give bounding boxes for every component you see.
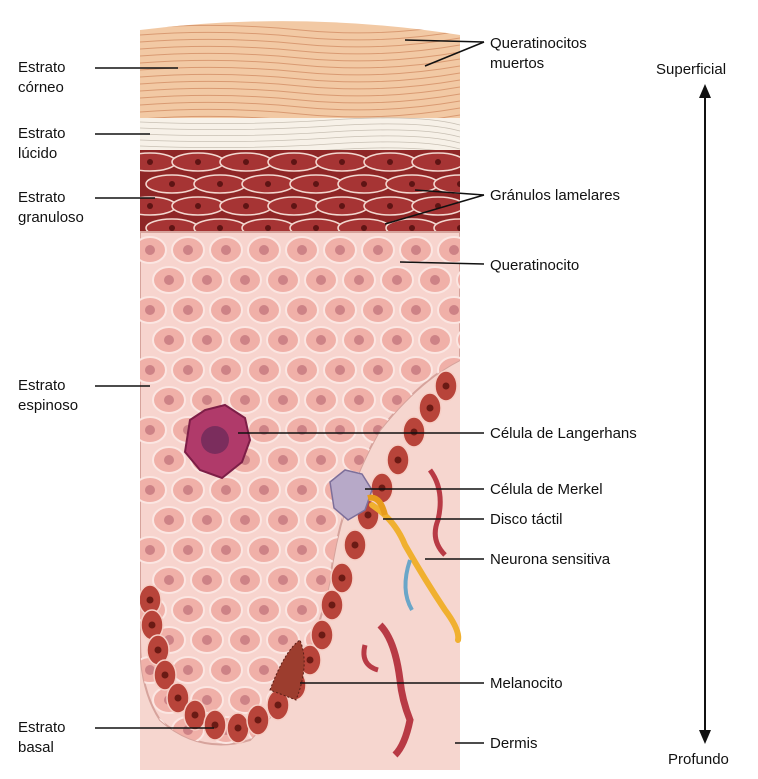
label-estrato-corneo: Estrato córneo <box>18 58 66 98</box>
depth-axis-arrow-up <box>699 84 711 98</box>
label-granulos-lamelares: Gránulos lamelares <box>490 186 620 206</box>
label-neurona-sensitiva: Neurona sensitiva <box>490 550 610 570</box>
label-celula-langerhans: Célula de Langerhans <box>490 424 637 444</box>
label-estrato-basal: Estrato basal <box>18 718 66 758</box>
label-disco-tactil: Disco táctil <box>490 510 563 530</box>
label-melanocito: Melanocito <box>490 674 563 694</box>
label-superficial: Superficial <box>656 60 726 80</box>
label-profundo: Profundo <box>668 750 729 770</box>
label-celula-merkel: Célula de Merkel <box>490 480 603 500</box>
label-dermis: Dermis <box>490 734 538 754</box>
label-estrato-granuloso: Estrato granuloso <box>18 188 84 228</box>
label-estrato-lucido: Estrato lúcido <box>18 124 66 164</box>
label-estrato-espinoso: Estrato espinoso <box>18 376 78 416</box>
label-queratinocitos-muertos: Queratinocitos muertos <box>490 34 587 74</box>
stratum-corneum <box>140 20 460 120</box>
depth-axis-arrow-down <box>699 730 711 744</box>
label-queratinocito: Queratinocito <box>490 256 579 276</box>
